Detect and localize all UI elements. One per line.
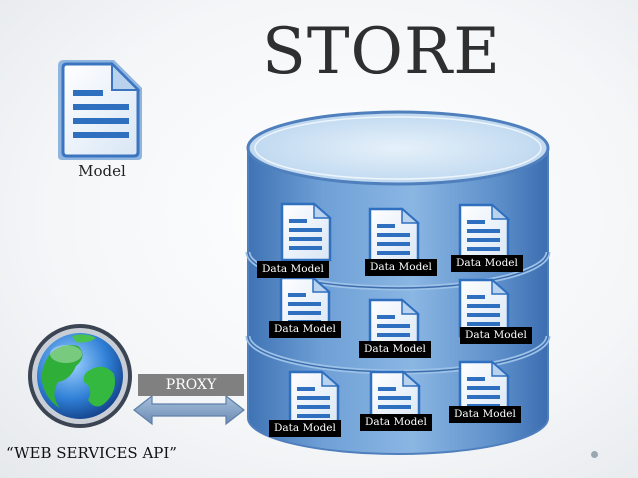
globe-icon — [28, 324, 132, 428]
data-model-label: Data Model — [257, 261, 329, 278]
data-model-label: Data Model — [360, 414, 432, 431]
data-model-icons — [279, 202, 510, 430]
data-model-label: Data Model — [269, 420, 341, 437]
data-model-label: Data Model — [359, 341, 431, 358]
web-services-api-label: “WEB SERVICES API” — [6, 444, 177, 462]
page-title: STORE — [262, 15, 501, 89]
data-model-label: Data Model — [449, 406, 521, 423]
model-document-icon — [58, 60, 142, 160]
data-model-document-icon — [279, 276, 331, 336]
proxy-double-arrow — [133, 394, 245, 426]
model-label: Model — [78, 162, 126, 180]
slide-bullet — [591, 451, 598, 458]
data-model-label: Data Model — [269, 321, 341, 338]
data-model-label: Data Model — [460, 327, 532, 344]
data-model-document-icon — [458, 278, 510, 338]
data-model-document-icon — [368, 207, 420, 267]
proxy-label: PROXY — [138, 374, 244, 396]
data-model-document-icon — [288, 370, 340, 430]
data-model-label: Data Model — [451, 255, 523, 272]
data-model-document-icon — [280, 202, 332, 262]
data-model-label: Data Model — [365, 259, 437, 276]
data-model-document-icon — [458, 203, 510, 263]
